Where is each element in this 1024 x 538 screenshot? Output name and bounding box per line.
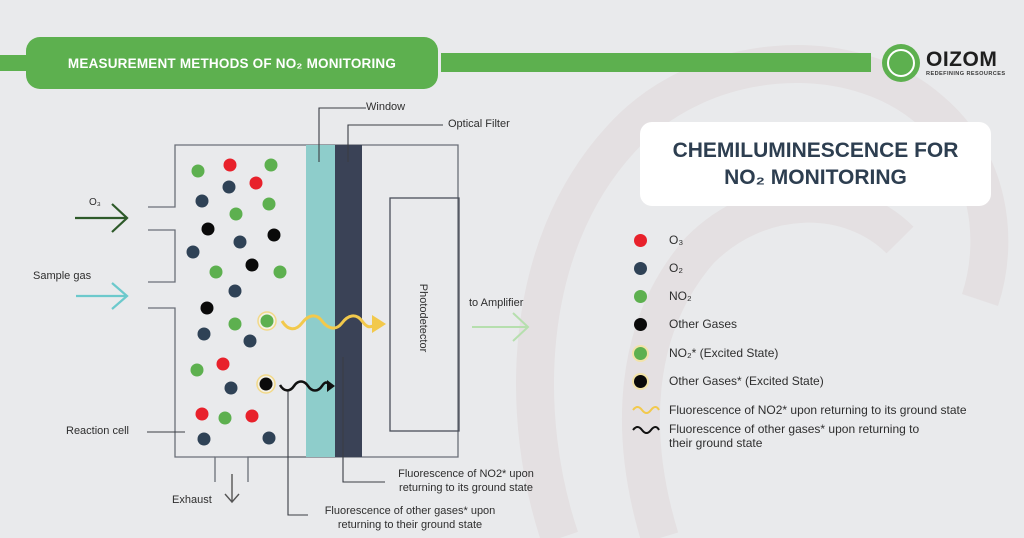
title-line-2: NO₂ MONITORING <box>724 166 907 189</box>
exhaust-label: Exhaust <box>172 494 212 506</box>
molecule-no2 <box>264 158 278 172</box>
reaction-cell-label: Reaction cell <box>66 425 129 437</box>
legend-item-other-excited: Other Gases* (Excited State) <box>632 369 824 393</box>
legend-label: Fluorescence of other gases* upon return… <box>669 422 920 436</box>
molecule-o3 <box>249 176 263 190</box>
photodetector <box>389 197 460 432</box>
molecule-o2 <box>195 194 209 208</box>
legend-item-no2-fluorescence: Fluorescence of NO2* upon returning to i… <box>632 398 967 422</box>
reaction-cell-outline <box>148 144 459 482</box>
legend-item-no2: NO₂ <box>632 284 692 308</box>
fluor-no2-line-1: Fluorescence of NO2* upon <box>398 468 534 480</box>
legend-item-o3: O₃ <box>632 228 683 252</box>
legend-label: Fluorescence of NO2* upon returning to i… <box>669 403 967 417</box>
legend-label: NO₂ <box>669 289 692 303</box>
window <box>306 145 335 457</box>
logo-tagline: REDEFINING RESOURCES <box>926 70 1006 77</box>
molecule-other <box>245 258 259 272</box>
legend-item-other-gases: Other Gases <box>632 312 737 336</box>
logo-icon <box>882 44 920 82</box>
molecule-o3 <box>216 357 230 371</box>
excited-molecule-other <box>259 377 273 391</box>
legend-item-no2-excited: NO₂* (Excited State) <box>632 341 778 365</box>
legend-label: O₃ <box>669 233 684 247</box>
other-gases-excited-dot-icon <box>634 374 647 388</box>
legend-label: NO₂* (Excited State) <box>669 346 779 360</box>
optical-filter-label: Optical Filter <box>448 118 510 130</box>
fluor-other-line-2: returning to their ground state <box>337 519 483 531</box>
title-card: CHEMILUMINESCENCE FOR NO₂ MONITORING <box>640 122 991 206</box>
molecule-o2 <box>228 284 242 298</box>
to-amplifier-label: to Amplifier <box>469 297 524 309</box>
legend-label: Other Gases <box>669 317 738 331</box>
o2-dot-icon <box>634 261 647 275</box>
molecule-o2 <box>243 334 257 348</box>
molecule-no2 <box>229 207 243 221</box>
oizom-logo: OIZOM REDEFINING RESOURCES <box>882 43 1022 83</box>
molecule-no2 <box>190 363 204 377</box>
molecule-no2 <box>191 164 205 178</box>
molecule-o2 <box>197 432 211 446</box>
o3-arrow <box>75 203 129 233</box>
title-line-1: CHEMILUMINESCENCE FOR <box>672 139 959 162</box>
molecule-o3 <box>245 409 259 423</box>
molecule-other <box>201 222 215 236</box>
sample-gas-label: Sample gas <box>33 270 92 282</box>
photodetector-label: Photodetector <box>417 283 429 353</box>
molecule-other <box>200 301 214 315</box>
optical-filter-leader <box>347 124 443 162</box>
o3-inlet-label: O₃ <box>89 197 101 208</box>
header-title: MEASUREMENT METHODS OF NO₂ MONITORING <box>67 55 397 71</box>
fluor-no2-callout: Fluorescence of NO2* upon returning to i… <box>382 467 550 495</box>
window-leader <box>318 107 366 162</box>
window-label: Window <box>366 101 406 113</box>
black-wave-icon <box>632 426 660 434</box>
molecule-no2 <box>209 265 223 279</box>
no2-dot-icon <box>634 289 647 303</box>
amplifier-arrow <box>472 312 530 342</box>
exhaust-arrow <box>224 474 240 504</box>
fluor-other-line-1: Fluorescence of other gases* upon <box>324 505 496 517</box>
optical-filter <box>335 145 362 457</box>
logo-name: OIZOM <box>926 47 998 71</box>
molecule-o2 <box>197 327 211 341</box>
molecule-o2 <box>233 235 247 249</box>
molecule-o2 <box>186 245 200 259</box>
no2-fluorescence-wave <box>280 314 386 333</box>
header-bar-right <box>441 53 871 72</box>
legend-label: O₂ <box>669 261 683 275</box>
molecule-no2 <box>262 197 276 211</box>
molecule-other <box>267 228 281 242</box>
fluor-no2-line-2: returning to its ground state <box>399 482 533 494</box>
yellow-wave-icon <box>632 406 660 414</box>
legend-item-o2: O₂ <box>632 256 683 280</box>
sample-gas-arrow <box>76 282 129 310</box>
molecule-no2 <box>228 317 242 331</box>
molecule-o3 <box>195 407 209 421</box>
molecule-o2 <box>224 381 238 395</box>
legend-label: Other Gases* (Excited State) <box>669 374 824 388</box>
excited-molecule-no2 <box>260 314 274 328</box>
fluor-other-callout: Fluorescence of other gases* upon return… <box>310 504 510 532</box>
legend-item-other-fluorescence: Fluorescence of other gases* upon return… <box>632 422 919 452</box>
o3-dot-icon <box>634 233 647 247</box>
fluor-other-leader <box>287 390 308 516</box>
header-bar-left <box>0 55 26 71</box>
molecule-no2 <box>273 265 287 279</box>
fluor-no2-leader <box>342 357 385 483</box>
leader-lines <box>147 107 443 516</box>
molecule-o2 <box>262 431 276 445</box>
molecule-no2 <box>218 411 232 425</box>
no2-excited-dot-icon <box>634 346 647 360</box>
header-banner: MEASUREMENT METHODS OF NO₂ MONITORING <box>26 37 438 89</box>
other-fluorescence-wave <box>278 380 335 392</box>
molecule-o2 <box>222 180 236 194</box>
legend-label-cont: their ground state <box>669 436 763 450</box>
other-gases-dot-icon <box>634 317 647 331</box>
molecules-group <box>186 158 287 446</box>
molecule-o3 <box>223 158 237 172</box>
